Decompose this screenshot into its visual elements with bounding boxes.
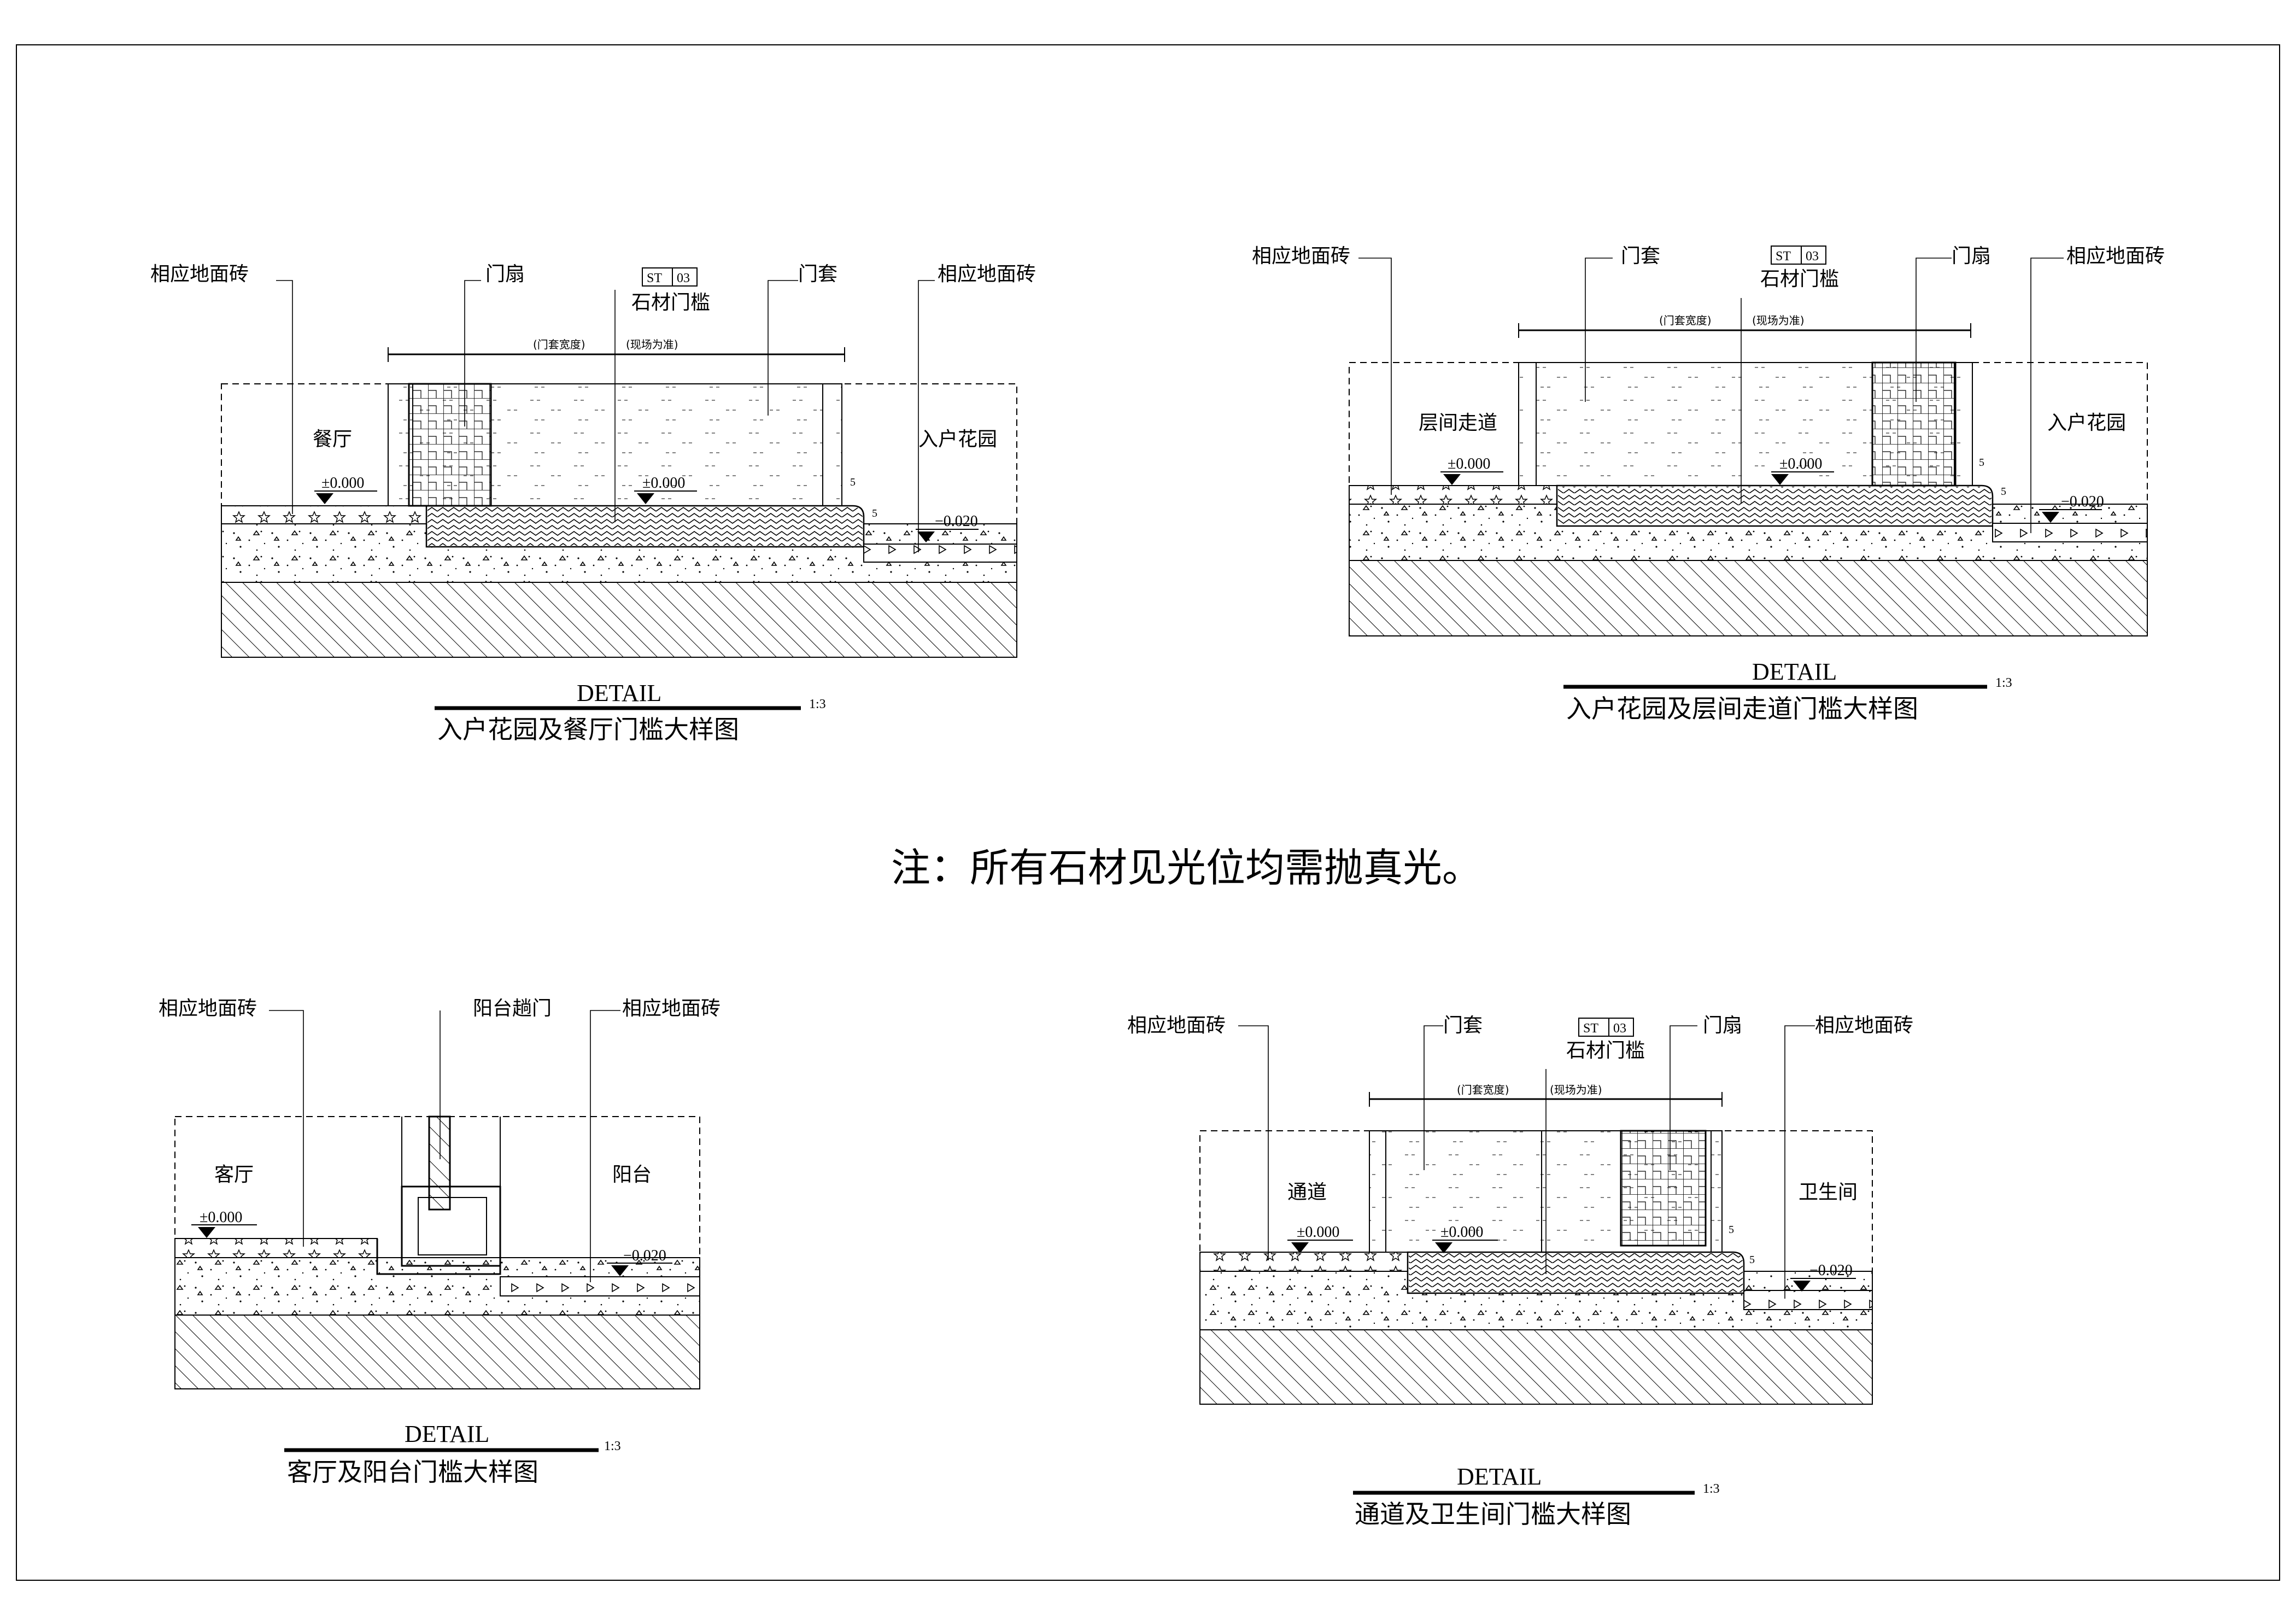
room-right: 入户花园 [2047, 412, 2126, 434]
svg-text:5: 5 [1749, 1254, 1755, 1266]
svg-text:1:3: 1:3 [809, 697, 826, 711]
label-tile-right: 相应地面砖 [622, 997, 721, 1020]
svg-text:DETAIL: DETAIL [577, 680, 661, 706]
svg-text:−0.020: −0.020 [623, 1247, 666, 1264]
svg-text:ST: ST [1776, 249, 1791, 264]
svg-text:5: 5 [872, 507, 877, 519]
svg-text:−0.020: −0.020 [2061, 493, 2104, 510]
label-frame: 门套 [1443, 1014, 1483, 1037]
label-tile-right: 相应地面砖 [2066, 245, 2165, 267]
general-note: 注：所有石材见光位均需抛真光。 [891, 845, 1481, 891]
detail-title: 入户花园及层间走道门槛大样图 [1566, 694, 1918, 723]
label-door-leaf: 门扇 [485, 263, 525, 285]
svg-text:(现场为准): (现场为准) [626, 338, 678, 351]
label-door-leaf: 门扇 [1703, 1014, 1742, 1037]
svg-text:5: 5 [850, 476, 856, 488]
label-tile-right: 相应地面砖 [938, 263, 1036, 285]
svg-text:±0.000: ±0.000 [1297, 1224, 1339, 1241]
svg-text:1:3: 1:3 [1703, 1482, 1720, 1496]
door-leaf [1620, 1130, 1707, 1247]
detail-title: 通道及卫生间门槛大样图 [1355, 1499, 1631, 1529]
room-left: 层间走道 [1419, 412, 1497, 434]
svg-text:03: 03 [1806, 249, 1819, 264]
label-frame: 门套 [1621, 245, 1660, 267]
svg-text:1:3: 1:3 [604, 1439, 621, 1453]
svg-text:DETAIL: DETAIL [1457, 1463, 1542, 1490]
detail-title: 入户花园及餐厅门槛大样图 [437, 715, 739, 744]
door-leaf [408, 383, 492, 507]
svg-text:±0.000: ±0.000 [200, 1209, 242, 1226]
room-right: 卫生间 [1799, 1181, 1858, 1204]
label-stone: 石材门槛 [631, 291, 710, 314]
svg-text:ST: ST [1583, 1021, 1598, 1036]
room-left: 餐厅 [313, 428, 352, 451]
sliding-door [428, 1115, 451, 1211]
svg-text:03: 03 [1613, 1021, 1626, 1036]
earth-hatch [221, 582, 1017, 658]
label-stone: 石材门槛 [1760, 268, 1839, 290]
room-left: 通道 [1287, 1181, 1327, 1204]
label-tile-left: 相应地面砖 [159, 997, 257, 1020]
svg-text:±0.000: ±0.000 [1440, 1224, 1483, 1241]
svg-text:5: 5 [1729, 1224, 1734, 1236]
label-tile-right: 相应地面砖 [1815, 1014, 1913, 1037]
room-right: 阳台 [612, 1164, 652, 1186]
label-tile-left: 相应地面砖 [1127, 1014, 1226, 1037]
svg-text:(门套宽度): (门套宽度) [533, 338, 585, 351]
label-tile-left: 相应地面砖 [150, 263, 249, 285]
door-leaf [1871, 361, 1957, 487]
detail-4: (门套宽度) (现场为准) 相应地面砖 门套 ST 03 石材门槛 门扇 相应地… [1127, 1014, 1913, 1529]
detail-title: 客厅及阳台门槛大样图 [287, 1457, 538, 1487]
svg-text:03: 03 [677, 271, 690, 285]
svg-text:DETAIL: DETAIL [1752, 658, 1837, 685]
label-door-leaf: 门扇 [1952, 245, 1991, 267]
detail-1: (门套宽度) (现场为准) 相应地面砖 门扇 ST 03 石材门槛 门套 相应地… [150, 263, 1036, 744]
svg-text:±0.000: ±0.000 [1448, 455, 1490, 472]
earth-hatch [1199, 1329, 1873, 1405]
label-tile-left: 相应地面砖 [1252, 245, 1350, 267]
earth-hatch [174, 1315, 700, 1389]
label-frame: 门套 [798, 263, 837, 285]
svg-text:1:3: 1:3 [1995, 676, 2012, 690]
detail-3: 相应地面砖 阳台趟门 相应地面砖 客厅 阳台 ±0.000 −0.020 DET… [159, 997, 721, 1487]
svg-text:±0.000: ±0.000 [321, 475, 364, 492]
svg-text:5: 5 [2001, 486, 2006, 498]
earth-hatch [1349, 560, 2148, 636]
svg-text:±0.000: ±0.000 [1779, 455, 1822, 472]
room-right: 入户花园 [918, 428, 997, 451]
svg-text:(门套宽度): (门套宽度) [1457, 1083, 1509, 1096]
svg-text:ST: ST [647, 271, 662, 285]
svg-text:(现场为准): (现场为准) [1550, 1083, 1602, 1096]
label-stone: 石材门槛 [1566, 1039, 1645, 1062]
detail-2: (门套宽度) (现场为准) 相应地面砖 门套 ST 03 石材门槛 门扇 相应地… [1252, 245, 2165, 723]
svg-text:−0.020: −0.020 [935, 513, 978, 530]
label-door: 阳台趟门 [473, 997, 552, 1020]
svg-text:(现场为准): (现场为准) [1752, 314, 1805, 327]
svg-text:−0.020: −0.020 [1809, 1262, 1853, 1279]
sheet-border [16, 44, 2280, 1581]
svg-text:±0.000: ±0.000 [642, 475, 685, 492]
svg-text:DETAIL: DETAIL [405, 1421, 489, 1447]
svg-text:5: 5 [1979, 457, 1984, 469]
svg-text:(门套宽度): (门套宽度) [1659, 314, 1712, 327]
room-left: 客厅 [214, 1164, 254, 1186]
